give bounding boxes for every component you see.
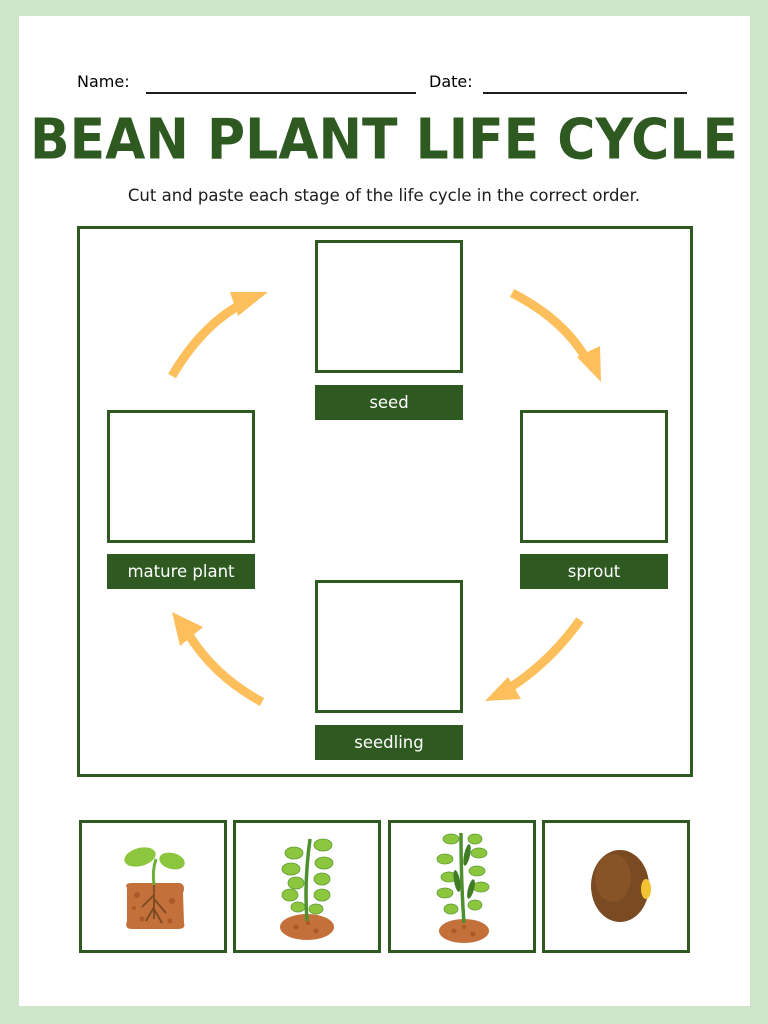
date-line[interactable]: [483, 92, 687, 94]
date-label: Date:: [429, 72, 473, 91]
page-title: BEAN PLANT LIFE CYCLE: [29, 107, 739, 173]
sprout-icon: [124, 847, 185, 929]
card-seedling[interactable]: [233, 820, 381, 953]
name-label: Name:: [77, 72, 130, 91]
slot-sprout[interactable]: [520, 410, 668, 543]
life-cycle-frame: [77, 226, 693, 777]
slot-seed[interactable]: [315, 240, 463, 373]
mature-plant-icon: [436, 832, 490, 943]
label-mature-plant: mature plant: [107, 554, 255, 589]
slot-mature-plant[interactable]: [107, 410, 255, 543]
label-seed: seed: [315, 385, 463, 420]
label-seedling: seedling: [315, 725, 463, 760]
card-mature-plant[interactable]: [388, 820, 536, 953]
seed-icon: [591, 850, 651, 922]
slot-seedling[interactable]: [315, 580, 463, 713]
card-seed[interactable]: [542, 820, 690, 953]
label-sprout: sprout: [520, 554, 668, 589]
card-sprout[interactable]: [79, 820, 227, 953]
name-line[interactable]: [146, 92, 416, 94]
seedling-icon: [280, 838, 334, 940]
instructions: Cut and paste each stage of the life cyc…: [127, 186, 641, 205]
